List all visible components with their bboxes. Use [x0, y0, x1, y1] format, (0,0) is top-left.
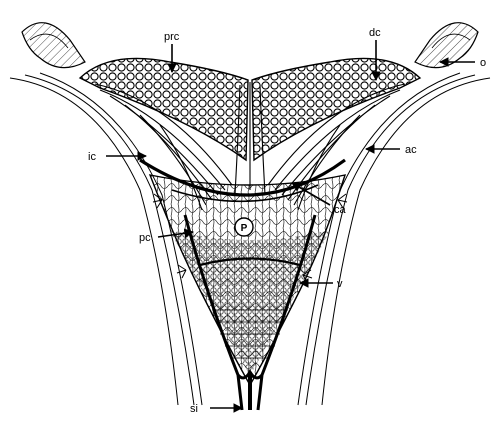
- side-tufts: [152, 193, 348, 284]
- label-prc: prc: [164, 31, 180, 43]
- label-o: o: [480, 57, 486, 69]
- membrane-fold-left: [21, 22, 86, 69]
- cell-cluster-right: [251, 57, 422, 162]
- text-labels: prc dc o ic ac ca pc v si: [88, 27, 486, 415]
- label-dc: dc: [369, 27, 381, 39]
- central-body: [148, 174, 347, 387]
- label-ac: ac: [405, 144, 417, 156]
- label-ic: ic: [88, 151, 96, 163]
- arrow-ca: [291, 182, 331, 206]
- label-pc: pc: [139, 232, 151, 244]
- label-ca: ca: [334, 204, 347, 216]
- p-marker: P: [234, 217, 254, 237]
- label-v: v: [337, 278, 343, 290]
- label-arrows: [106, 40, 475, 413]
- v-curve: [199, 257, 301, 267]
- label-si: si: [190, 403, 198, 415]
- ic-curve: [139, 158, 346, 197]
- ca-curve: [171, 184, 319, 203]
- cell-cluster-left: [78, 57, 249, 162]
- fibrous-fan: [94, 82, 406, 211]
- membrane-fold-right: [414, 22, 479, 69]
- label-p: P: [241, 223, 248, 234]
- arrow-pc: [157, 228, 194, 238]
